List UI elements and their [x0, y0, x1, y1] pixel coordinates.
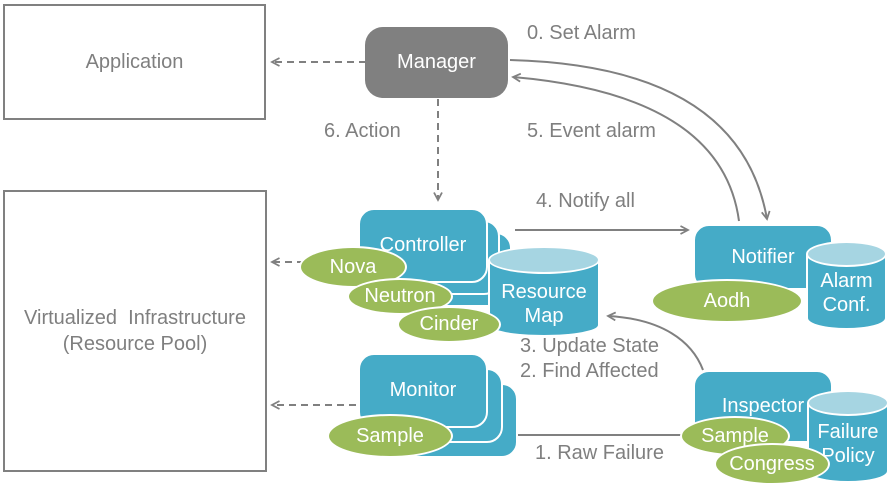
- cinder-ellipse: Cinder: [397, 306, 501, 343]
- application-box: Application: [3, 4, 266, 120]
- manager-label: Manager: [397, 51, 476, 73]
- step-label-set-alarm: 0. Set Alarm: [527, 22, 636, 44]
- cinder-label: Cinder: [419, 313, 479, 335]
- step-label-find-affected: 2. Find Affected: [520, 360, 659, 382]
- resource-map-cylinder-top: [488, 246, 600, 274]
- monitor-sample-ellipse: Sample: [327, 414, 453, 458]
- alarm-conf-label: Alarm Conf.: [820, 270, 873, 316]
- arc-inspector-to-resource-map: [606, 311, 704, 371]
- neutron-ellipse: Neutron: [347, 278, 453, 315]
- infrastructure-box: Virtualized Infrastructure (Resource Poo…: [3, 190, 267, 472]
- congress-ellipse: Congress: [714, 443, 830, 485]
- aodh-ellipse: Aodh: [651, 279, 803, 323]
- failure-policy-cylinder-top: [807, 390, 889, 416]
- failure-policy-label: Failure Policy: [817, 421, 879, 467]
- arc-event-alarm-notifier-to-manager: [511, 72, 740, 222]
- monitor-label: Monitor: [389, 379, 457, 401]
- alarm-conf-cylinder: Alarm Conf.: [806, 241, 887, 330]
- step-label-action: 6. Action: [324, 120, 401, 142]
- application-label: Application: [85, 51, 184, 73]
- inspector-label: Inspector: [721, 395, 805, 417]
- arc-set-alarm-manager-to-notifier: [509, 59, 771, 221]
- congress-label: Congress: [729, 452, 815, 475]
- step-label-update-state: 3. Update State: [520, 335, 659, 357]
- resource-map-cylinder: Resource Map: [488, 246, 600, 337]
- notifier-label: Notifier: [731, 245, 795, 268]
- aodh-label: Aodh: [703, 289, 751, 312]
- nova-label: Nova: [329, 255, 377, 278]
- manager-node: Manager: [365, 27, 508, 98]
- alarm-conf-cylinder-top: [806, 241, 887, 267]
- step-label-event-alarm: 5. Event alarm: [527, 120, 656, 142]
- infrastructure-label: Virtualized Infrastructure (Resource Poo…: [24, 307, 246, 355]
- monitor-sample-label: Sample: [356, 424, 424, 447]
- resource-map-label: Resource Map: [501, 281, 587, 327]
- step-label-notify-all: 4. Notify all: [536, 190, 635, 212]
- controller-label: Controller: [379, 234, 467, 256]
- inspector-sample-label: Sample: [701, 424, 769, 447]
- neutron-label: Neutron: [364, 285, 436, 307]
- step-label-raw-failure: 1. Raw Failure: [535, 442, 664, 464]
